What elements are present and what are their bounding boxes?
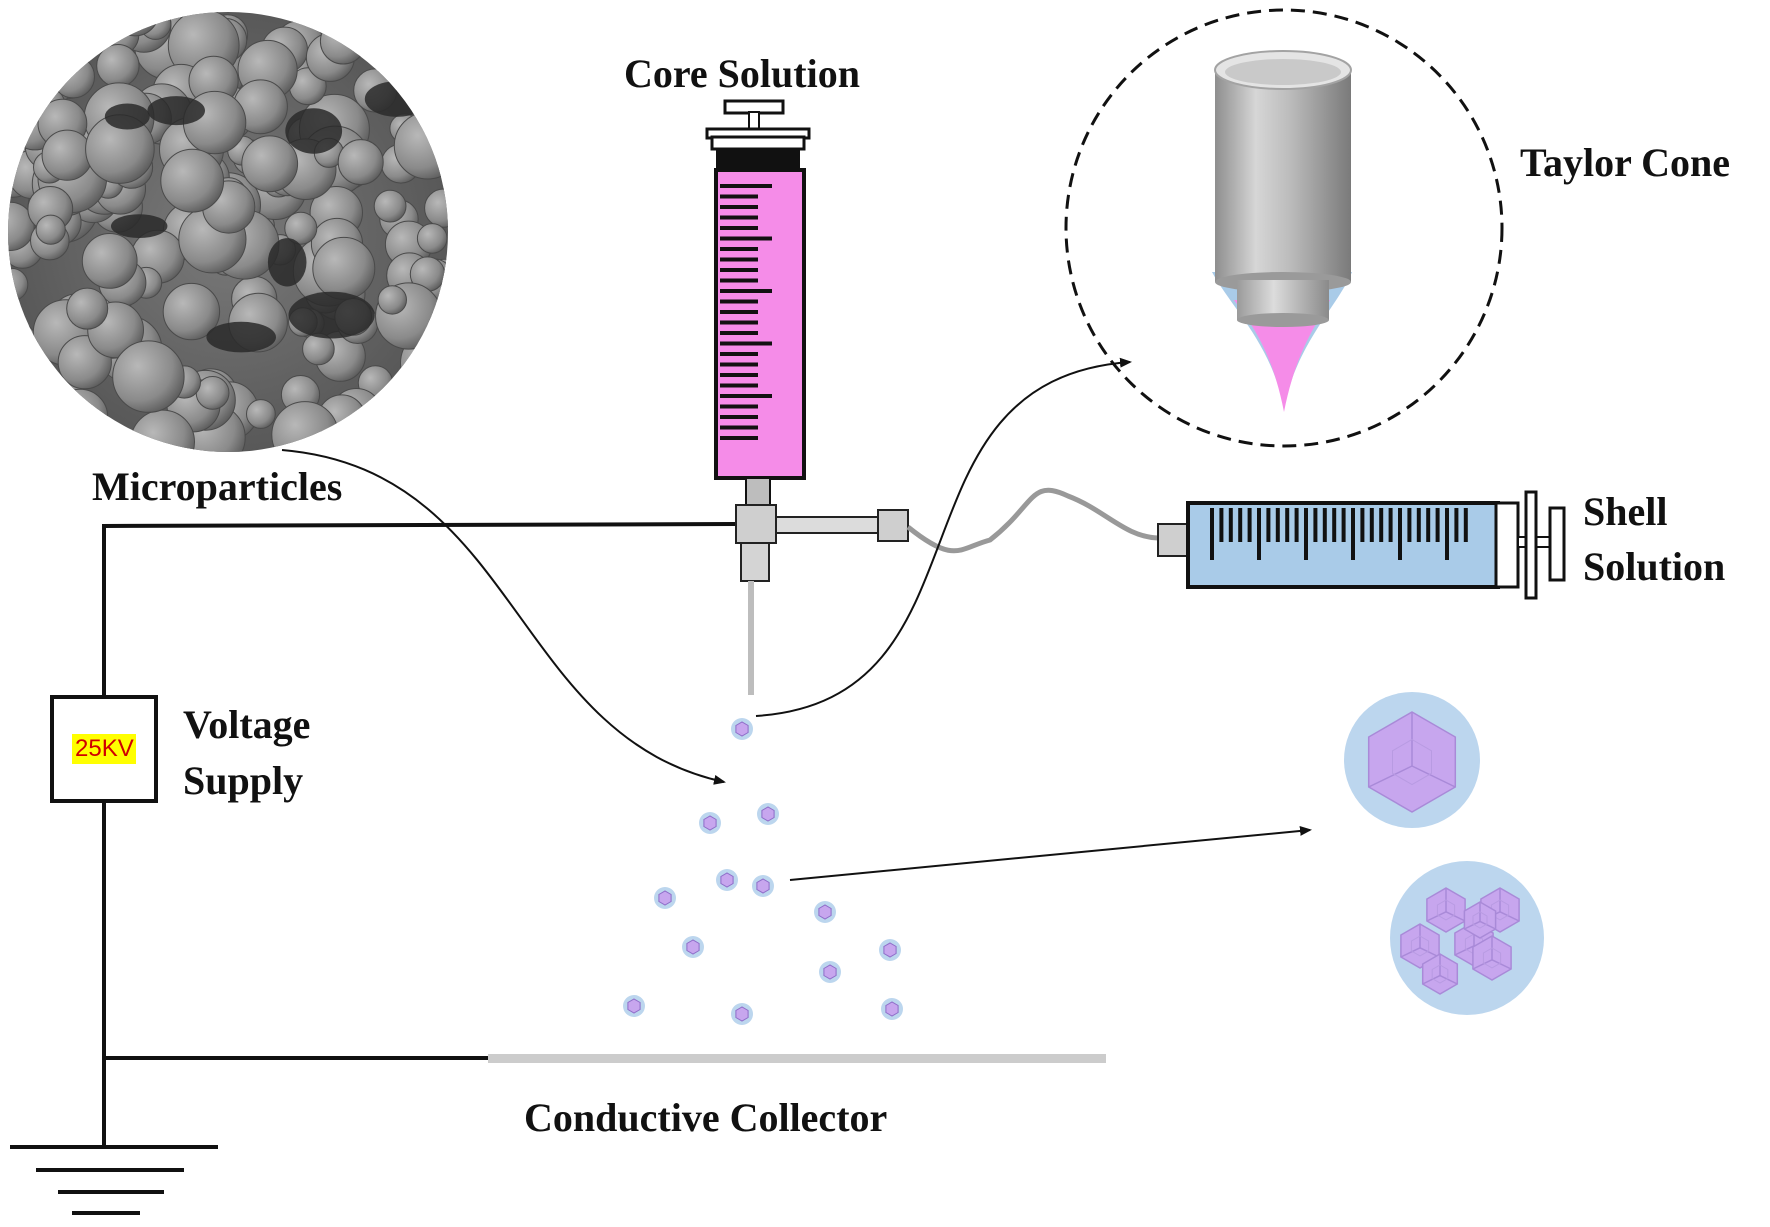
spray-droplets bbox=[623, 718, 903, 1025]
spray-droplet bbox=[623, 995, 645, 1017]
spray-droplet bbox=[716, 869, 738, 891]
taylor-cone-label: Taylor Cone bbox=[1520, 140, 1731, 185]
spray-droplet bbox=[814, 901, 836, 923]
spray-droplet bbox=[731, 1003, 753, 1025]
coaxial-needle-junction bbox=[735, 504, 909, 695]
single-core-particle bbox=[1344, 692, 1480, 828]
voltage-value-badge: 25KV bbox=[75, 735, 134, 762]
spray-droplet bbox=[881, 998, 903, 1020]
shell-syringe bbox=[1157, 490, 1566, 600]
spray-droplet bbox=[699, 812, 721, 834]
spray-droplet bbox=[757, 803, 779, 825]
spray-droplet bbox=[819, 961, 841, 983]
spray-droplet bbox=[752, 875, 774, 897]
ground-symbol-icon bbox=[10, 1145, 218, 1215]
mof-crystal bbox=[1463, 901, 1497, 939]
sem-micrograph-image bbox=[8, 12, 448, 452]
conductive-collector-label: Conductive Collector bbox=[524, 1095, 888, 1140]
spray-droplet bbox=[731, 718, 753, 740]
connector-arrows bbox=[281, 357, 1312, 881]
spray-droplet bbox=[879, 939, 901, 961]
voltage-highlight bbox=[72, 734, 136, 764]
voltage-supply-label-line2: Supply bbox=[183, 758, 304, 803]
multi-core-particle bbox=[1390, 861, 1544, 1015]
spray-droplet bbox=[654, 887, 676, 909]
core-solution-label: Core Solution bbox=[624, 51, 860, 96]
mof-crystal bbox=[1426, 887, 1466, 933]
voltage-supply-label-line1: Voltage bbox=[183, 702, 311, 747]
mof-crystal bbox=[1472, 935, 1512, 981]
mof-crystal bbox=[1421, 953, 1459, 995]
shell-solution-label-line2: Solution bbox=[1583, 544, 1726, 589]
shell-solution-label-line1: Shell bbox=[1583, 489, 1668, 534]
conductive-collector-plate bbox=[488, 1054, 1106, 1063]
taylor-cone-inset bbox=[1064, 8, 1504, 448]
circuit-wires bbox=[102, 522, 736, 1145]
mof-crystal bbox=[1400, 923, 1440, 969]
mof-crystal bbox=[1367, 711, 1457, 813]
core-syringe bbox=[705, 99, 811, 509]
shell-feed-tube bbox=[906, 487, 1159, 554]
microparticles-label: Microparticles bbox=[92, 464, 343, 509]
spray-droplet bbox=[682, 936, 704, 958]
